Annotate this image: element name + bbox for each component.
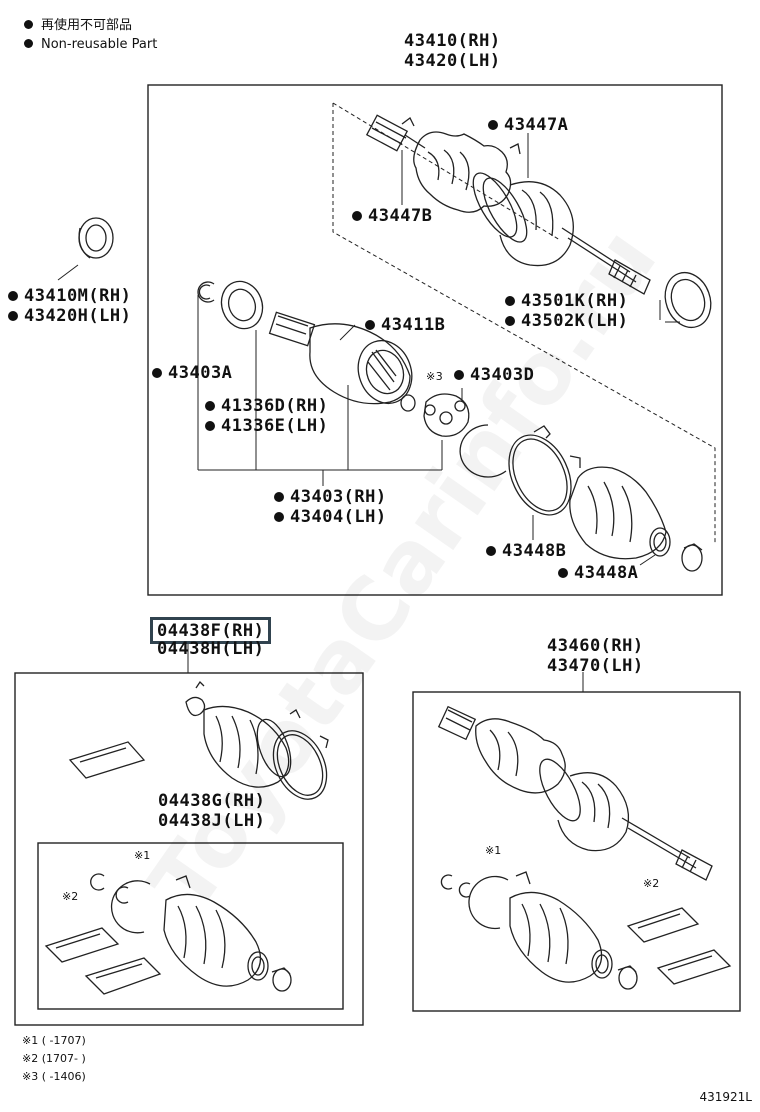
boot-kit-frame bbox=[14, 672, 364, 1026]
non-reusable-icon bbox=[505, 316, 515, 326]
part-number-rh-highlighted[interactable]: 04438F(RH) bbox=[150, 617, 272, 644]
non-reusable-icon bbox=[365, 320, 375, 330]
boot-band-drawing bbox=[508, 425, 703, 572]
leader-lines bbox=[57, 133, 680, 692]
non-reusable-icon bbox=[205, 401, 215, 411]
non-reusable-icon bbox=[505, 296, 515, 306]
boot-kit-label[interactable]: 04438F(RH) 04438H(LH) bbox=[150, 617, 272, 659]
legend: 再使用不可部品 Non-reusable Part bbox=[24, 16, 157, 54]
part-label-43448B[interactable]: 43448B bbox=[486, 541, 566, 561]
diagram-code: 431921L bbox=[699, 1090, 753, 1104]
footnote-mark-3: ※3 bbox=[426, 370, 444, 383]
non-reusable-icon bbox=[8, 311, 18, 321]
part-label-43501K[interactable]: 43501K(RH) 43502K(LH) bbox=[505, 291, 628, 331]
inner-joint-drawing bbox=[197, 280, 507, 478]
non-reusable-icon bbox=[453, 370, 464, 380]
part-number-lh: 43470(LH) bbox=[547, 656, 644, 676]
part-number-lh: 43420(LH) bbox=[404, 51, 501, 71]
part-label-41336D[interactable]: 41336D(RH) 41336E(LH) bbox=[205, 396, 328, 436]
footnote-3: ※3 ( -1406) bbox=[22, 1070, 86, 1083]
footnote-mark-2: ※2 bbox=[62, 890, 79, 903]
inner-kit-label[interactable]: 04438G(RH) 04438J(LH) bbox=[158, 791, 265, 831]
part-number-lh: 04438J(LH) bbox=[158, 811, 266, 831]
part-label-43447B[interactable]: 43447B bbox=[352, 206, 432, 226]
legend-line-en: Non-reusable Part bbox=[24, 35, 157, 54]
non-reusable-icon bbox=[352, 211, 362, 221]
part-label-43403D[interactable]: ※3 43403D bbox=[426, 365, 535, 385]
part-label-43410M[interactable]: 43410M(RH) 43420H(LH) bbox=[8, 286, 131, 326]
boot-kit-drawing bbox=[68, 680, 329, 800]
footnote-2: ※2 (1707- ) bbox=[22, 1052, 86, 1065]
non-reusable-icon bbox=[274, 512, 284, 522]
part-number-lh: 04438H(LH) bbox=[157, 639, 265, 659]
legend-line-jp: 再使用不可部品 bbox=[24, 16, 157, 35]
non-reusable-icon bbox=[205, 421, 215, 431]
part-number-rh: 04438G(RH) bbox=[158, 791, 266, 811]
non-reusable-icon bbox=[486, 546, 496, 556]
part-label-43403[interactable]: 43403(RH) 43404(LH) bbox=[274, 487, 387, 527]
inner-kit-frame bbox=[37, 842, 344, 1010]
footnote-mark-1: ※1 bbox=[134, 849, 151, 862]
part-label-43411B[interactable]: 43411B bbox=[365, 315, 445, 335]
non-reusable-icon bbox=[274, 492, 284, 502]
part-number-rh: 43410(RH) bbox=[404, 31, 501, 51]
bullet-icon bbox=[24, 20, 33, 29]
footnote-1: ※1 ( -1707) bbox=[22, 1034, 86, 1047]
main-assembly-frame bbox=[147, 84, 723, 596]
non-reusable-icon bbox=[152, 368, 162, 378]
footnote-mark-1: ※1 bbox=[485, 844, 502, 857]
footnote-mark-2: ※2 bbox=[643, 877, 660, 890]
alt-assembly-label[interactable]: 43460(RH) 43470(LH) bbox=[547, 636, 644, 676]
non-reusable-icon bbox=[558, 568, 568, 578]
alt-assembly-frame bbox=[412, 691, 741, 1012]
outer-joint-drawing bbox=[365, 114, 712, 329]
dust-seal-drawing bbox=[78, 217, 114, 259]
alt-assembly-drawing bbox=[437, 705, 732, 990]
footnotes: ※1 ( -1707) ※2 (1707- ) ※3 ( -1406) bbox=[22, 1032, 86, 1086]
bullet-icon bbox=[24, 39, 33, 48]
part-number-rh: 43460(RH) bbox=[547, 636, 644, 656]
non-reusable-icon bbox=[488, 120, 498, 130]
part-label-43447A[interactable]: 43447A bbox=[488, 115, 568, 135]
top-assembly-label[interactable]: 43410(RH) 43420(LH) bbox=[404, 31, 501, 71]
part-label-43448A[interactable]: 43448A bbox=[558, 563, 638, 583]
part-label-43403A[interactable]: 43403A bbox=[152, 363, 232, 383]
inner-kit-drawing bbox=[44, 873, 292, 995]
non-reusable-icon bbox=[8, 291, 18, 301]
